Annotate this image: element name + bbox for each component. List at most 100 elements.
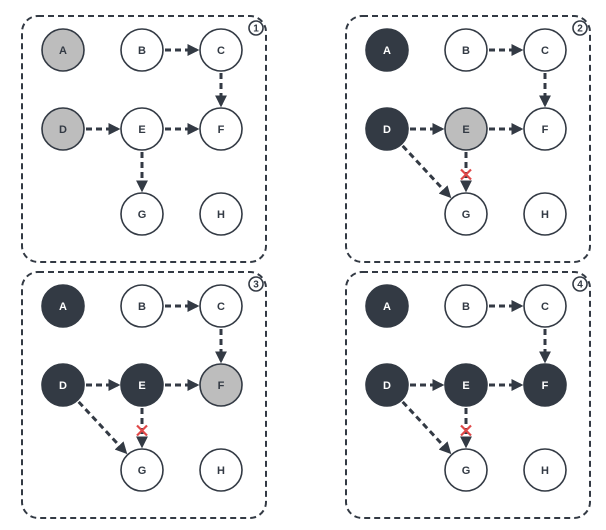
node-circle — [199, 192, 243, 236]
node-h: H — [523, 448, 567, 492]
node-b: B — [444, 284, 488, 328]
node-g: G — [444, 448, 488, 492]
node-label: H — [541, 465, 549, 477]
node-circle — [444, 284, 488, 328]
edge-D-G — [401, 144, 452, 199]
node-label: B — [462, 301, 470, 313]
node-label: E — [462, 124, 469, 136]
node-g: G — [120, 192, 164, 236]
blocked-edge-cross-E-G — [136, 424, 148, 437]
node-label: A — [383, 301, 391, 313]
node-circle — [444, 28, 488, 72]
node-label: C — [217, 301, 225, 313]
node-label: B — [138, 301, 146, 313]
node-circle — [120, 107, 164, 151]
node-circle — [199, 448, 243, 492]
step-badge — [572, 20, 588, 36]
edge-D-G — [77, 400, 128, 455]
node-circle — [523, 284, 567, 328]
node-e: E — [120, 363, 164, 407]
node-label: D — [383, 124, 391, 136]
node-c: C — [523, 284, 567, 328]
step-badge — [248, 20, 264, 36]
node-g: G — [444, 192, 488, 236]
node-circle — [120, 448, 164, 492]
panel-step-4: 4A B C D E F G H — [345, 271, 591, 519]
node-b: B — [120, 28, 164, 72]
node-circle — [365, 284, 409, 328]
node-a: A — [365, 284, 409, 328]
panel-border — [345, 271, 591, 519]
node-circle — [365, 363, 409, 407]
node-circle — [444, 448, 488, 492]
blocked-edge-cross-E-G — [460, 168, 472, 181]
blocked-edge-cross-E-G — [460, 424, 472, 437]
node-label: G — [138, 209, 147, 221]
node-circle — [120, 363, 164, 407]
node-f: F — [199, 107, 243, 151]
node-h: H — [199, 192, 243, 236]
node-circle — [199, 363, 243, 407]
panel-border — [345, 15, 591, 263]
node-circle — [41, 28, 85, 72]
node-label: A — [59, 45, 67, 57]
step-number: 1 — [253, 24, 259, 35]
node-label: F — [218, 124, 225, 136]
node-circle — [41, 284, 85, 328]
node-c: C — [523, 28, 567, 72]
node-circle — [365, 107, 409, 151]
node-label: A — [383, 45, 391, 57]
node-label: H — [217, 465, 225, 477]
node-label: D — [59, 380, 67, 392]
node-b: B — [444, 28, 488, 72]
node-label: F — [542, 380, 549, 392]
node-label: F — [542, 124, 549, 136]
node-circle — [41, 363, 85, 407]
node-label: E — [462, 380, 469, 392]
step-number: 3 — [253, 280, 259, 291]
node-label: C — [217, 45, 225, 57]
node-label: C — [541, 301, 549, 313]
node-circle — [523, 28, 567, 72]
node-label: G — [138, 465, 147, 477]
node-f: F — [523, 363, 567, 407]
panel-step-2: 2A B C D E F G H — [345, 15, 591, 263]
node-circle — [199, 284, 243, 328]
node-circle — [120, 284, 164, 328]
node-circle — [41, 107, 85, 151]
node-label: C — [541, 45, 549, 57]
node-h: H — [199, 448, 243, 492]
node-a: A — [41, 28, 85, 72]
node-label: A — [59, 301, 67, 313]
node-f: F — [523, 107, 567, 151]
node-a: A — [365, 28, 409, 72]
node-label: G — [462, 209, 471, 221]
node-label: B — [462, 45, 470, 57]
node-d: D — [365, 107, 409, 151]
node-c: C — [199, 284, 243, 328]
node-d: D — [41, 363, 85, 407]
node-b: B — [120, 284, 164, 328]
step-number: 4 — [577, 280, 583, 291]
node-d: D — [41, 107, 85, 151]
node-circle — [365, 28, 409, 72]
step-badge — [248, 276, 264, 292]
node-circle — [444, 107, 488, 151]
node-d: D — [365, 363, 409, 407]
node-label: B — [138, 45, 146, 57]
node-circle — [523, 107, 567, 151]
node-circle — [523, 192, 567, 236]
node-circle — [199, 107, 243, 151]
panel-border — [21, 271, 267, 519]
edge-D-G — [401, 400, 452, 455]
node-label: G — [462, 465, 471, 477]
node-circle — [199, 28, 243, 72]
node-e: E — [120, 107, 164, 151]
step-number: 2 — [577, 24, 583, 35]
node-label: H — [217, 209, 225, 221]
node-label: H — [541, 209, 549, 221]
node-e: E — [444, 107, 488, 151]
